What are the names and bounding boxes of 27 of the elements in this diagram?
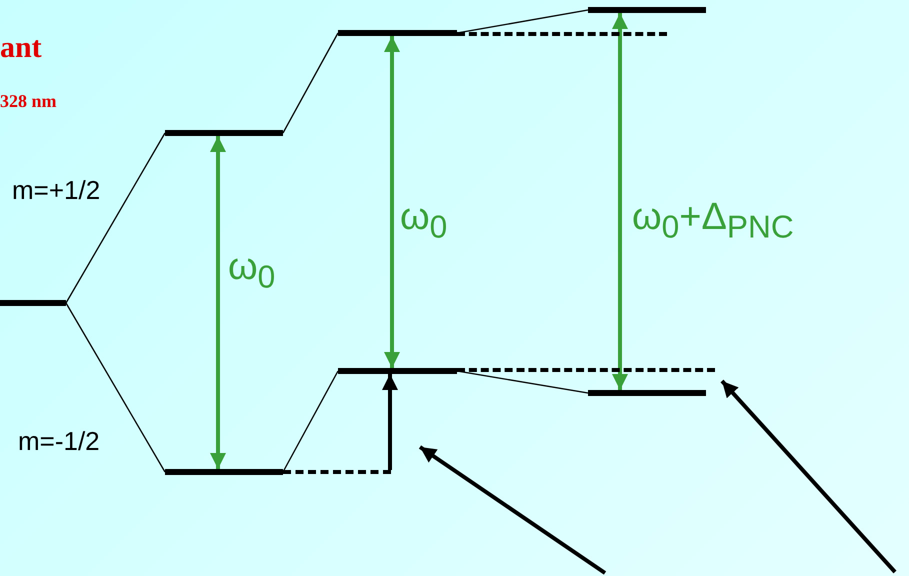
- state-label: m=-1/2: [18, 428, 100, 454]
- transition-arrow: [612, 13, 628, 390]
- connector-line: [65, 132, 166, 304]
- pointer-arrow: [720, 380, 896, 574]
- title-text: ant: [0, 33, 42, 63]
- edge-label: ω$_{0}$: [228, 248, 276, 294]
- energy-level-bar: [338, 30, 457, 36]
- transition-arrow: [210, 136, 226, 469]
- edge-label: ω$_{0}$: [400, 198, 448, 244]
- wavelength-text: 328 nm: [0, 92, 57, 110]
- connector-line: [282, 370, 339, 472]
- dashed-level-line: [457, 368, 715, 372]
- transition-arrow: [384, 36, 400, 368]
- connector-line: [65, 302, 166, 472]
- energy-level-bar: [588, 390, 706, 396]
- energy-level-bar: [588, 7, 706, 13]
- shift-arrow: [382, 374, 398, 470]
- energy-level-bar: [0, 300, 66, 306]
- state-label: m=+1/2: [12, 177, 100, 203]
- energy-level-bar: [165, 469, 283, 475]
- dashed-level-line: [283, 470, 391, 474]
- pointer-arrow: [418, 445, 606, 575]
- energy-level-bar: [165, 130, 283, 136]
- energy-level-bar: [338, 368, 457, 374]
- dashed-level-line: [457, 32, 667, 36]
- edge-label: ω$_{0}$+Δ$_{PNC}$: [632, 198, 794, 244]
- connector-line: [282, 32, 339, 134]
